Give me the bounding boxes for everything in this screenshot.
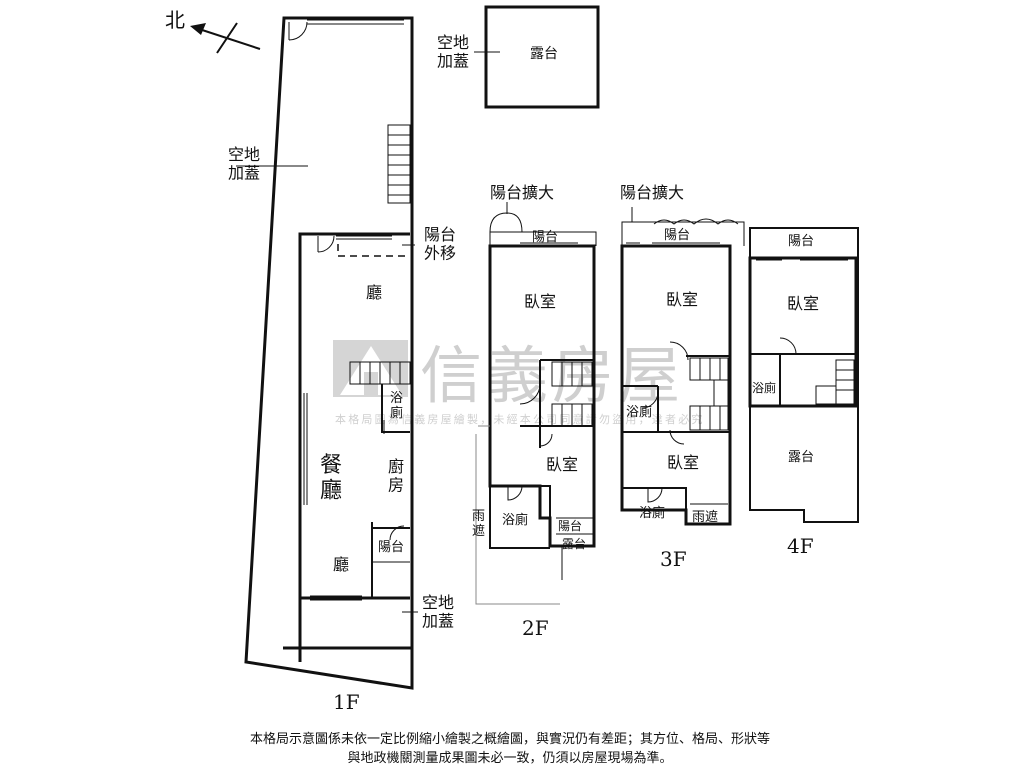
floor-3f [620,207,745,526]
label-4f-terrace: 露台 [788,450,814,465]
label-1f-dining: 餐廳 [320,453,342,503]
north-arrow: 北 [165,8,261,54]
stairs-3f [689,357,729,431]
floor-label-3f: 3F [660,547,687,571]
label-1f-living: 廳 [366,283,382,302]
label-2f-balcony: 陽台 [532,230,558,245]
label-2f-awning: 雨遮 [472,509,485,539]
floor-1f [236,16,418,690]
label-1f-open-top: 空地加蓋 [228,145,260,182]
stairs-1f-mid [349,361,411,385]
watermark: 信義房屋 本格局圖為信義房屋繪製，未經本公司同意請勿盜用，違者必究 [333,339,705,426]
label-1f-bath: 浴廁 [390,391,403,421]
label-1f-hall: 廳 [333,555,349,574]
label-roof-open: 空地加蓋 [437,33,469,70]
label-2f-balcony-ext: 陽台擴大 [490,183,554,202]
stairs-1f-upper [387,124,411,204]
floor-4f [748,227,859,523]
label-4f-bath: 浴廁 [752,380,776,395]
label-3f-awning: 雨遮 [692,509,718,525]
north-label: 北 [165,8,185,32]
label-3f-bedroom2: 臥室 [667,453,699,472]
floor-label-4f: 4F [787,534,814,558]
label-4f-bedroom: 臥室 [787,294,819,313]
label-roof-terrace: 露台 [530,46,558,62]
label-1f-kitchen: 廚房 [388,457,404,494]
label-3f-balcony-ext: 陽台擴大 [620,183,684,202]
label-4f-balcony: 陽台 [788,234,814,249]
north-arrow-icon [190,23,206,35]
room-labels: 空地加蓋 露台 空地加蓋 陽台外移 廳 浴廁 餐廳 廚房 陽台 廳 空地加蓋 1… [228,33,819,714]
label-3f-bedroom1: 臥室 [666,290,698,309]
label-1f-open-bottom: 空地加蓋 [422,593,454,630]
label-3f-bath-mid: 浴廁 [626,404,652,420]
stairs-2f [551,361,593,427]
label-1f-balcony: 陽台 [378,540,404,555]
disclaimer-note: 本格局示意圖係未依一定比例縮小繪製之概繪圖，與實況仍有差距；其方位、格局、形狀等… [250,732,771,766]
stairs-4f [815,359,855,405]
floor-label-1f: 1F [333,690,360,714]
label-2f-bedroom2: 臥室 [546,455,578,474]
floor-label-2f: 2F [522,616,549,640]
label-2f-bedroom1: 臥室 [524,292,556,311]
label-2f-terrace: 露台 [562,536,586,551]
label-3f-balcony: 陽台 [664,228,690,243]
roof-plan [474,5,600,109]
label-2f-balcony-small: 陽台 [558,518,582,533]
label-3f-bath: 浴廁 [639,505,665,521]
label-1f-balcony-moved: 陽台外移 [424,225,456,262]
watermark-logo [333,340,408,397]
label-2f-bath: 浴廁 [502,512,528,528]
watermark-brand: 信義房屋 [420,339,684,412]
floor-2f [475,202,597,605]
watermark-notice: 本格局圖為信義房屋繪製，未經本公司同意請勿盜用，違者必究 [335,412,705,426]
